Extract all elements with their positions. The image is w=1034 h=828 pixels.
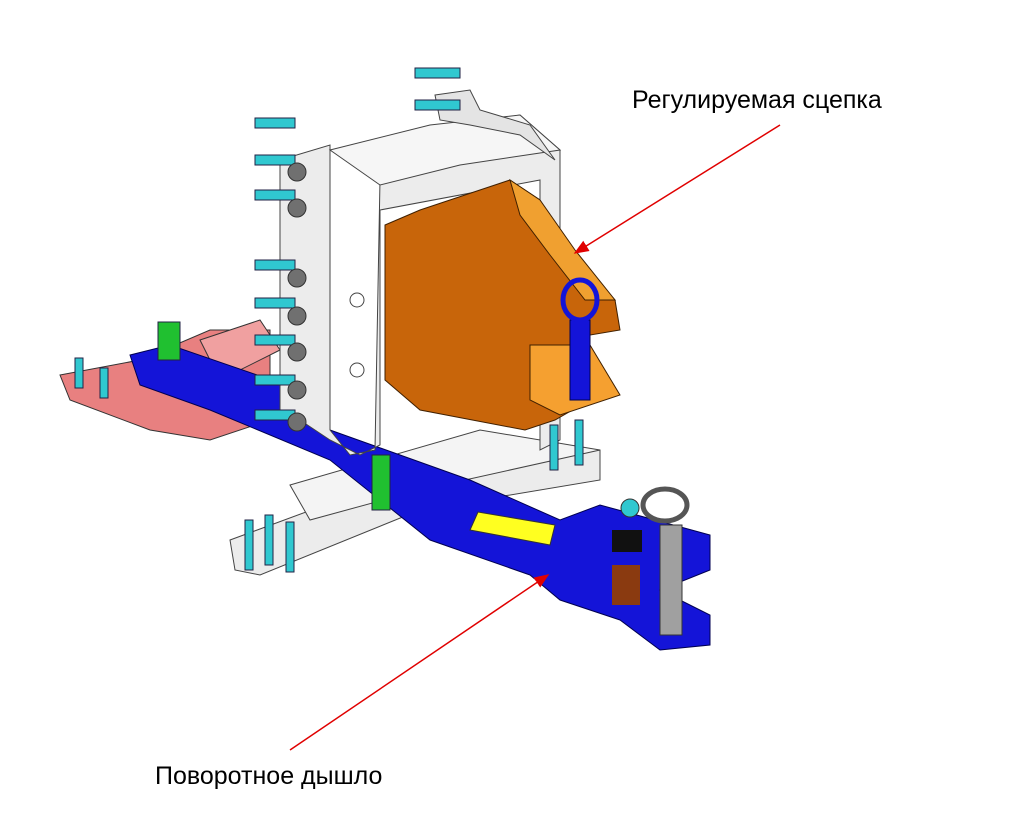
bolts — [74, 67, 584, 573]
adjustable-hitch-label: Регулируемая сцепка — [632, 86, 882, 114]
blue-drawbar — [129, 344, 711, 651]
hitch-pin — [569, 319, 591, 401]
swivel-drawbar-label: Поворотное дышло — [155, 762, 383, 790]
warning-plate — [469, 511, 556, 546]
adjustable-hitch-arrow — [573, 124, 781, 254]
drawbar-pin — [659, 524, 683, 636]
mounting-frame — [279, 89, 562, 456]
id-plate — [612, 530, 642, 552]
orange-hitch — [384, 178, 621, 431]
nuts — [287, 162, 640, 518]
pin-ring — [640, 486, 690, 524]
swivel-drawbar-arrow — [289, 574, 550, 751]
